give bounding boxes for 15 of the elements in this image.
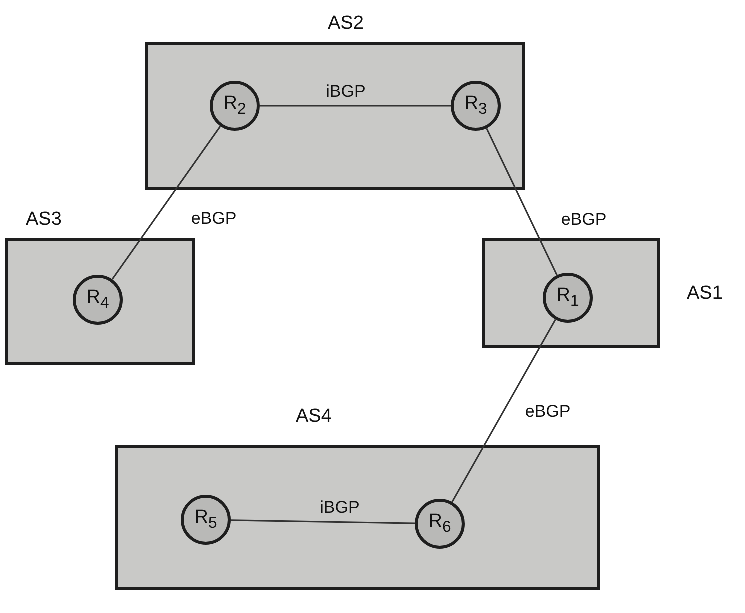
system-heading: AS2 (328, 13, 364, 35)
system-heading: AS4 (296, 406, 332, 428)
link-line (112, 126, 222, 280)
router-circle: R$_{5}$ (181, 495, 231, 545)
system-heading: AS1 (687, 283, 723, 305)
link-line (260, 105, 451, 107)
router-circle: R$_{1}$ (543, 273, 593, 323)
router-circle: R$_{3}$ (451, 81, 501, 131)
router-circle: R$_{6}$ (415, 499, 465, 549)
link-line (230, 520, 416, 524)
system-heading: AS3 (26, 209, 62, 231)
link-line (452, 319, 556, 503)
router-circle: R$_{2}$ (210, 81, 260, 131)
link-line (486, 128, 558, 276)
router-circle: R$_{4}$ (73, 275, 123, 325)
